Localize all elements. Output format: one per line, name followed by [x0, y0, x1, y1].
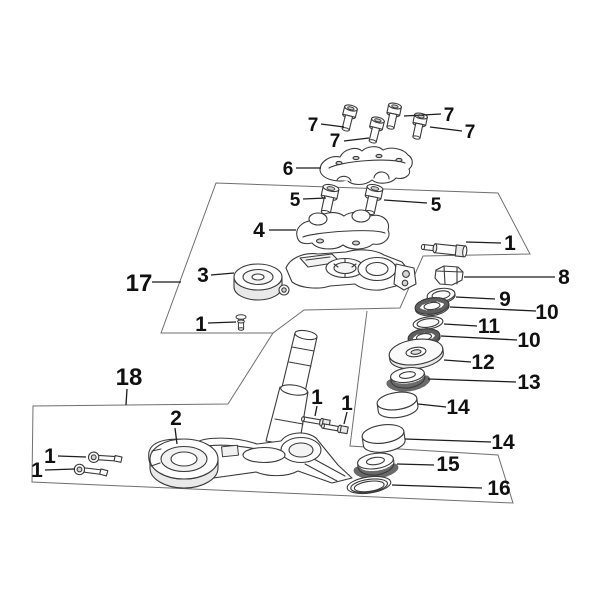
label-17: 17 — [126, 270, 153, 297]
part-number-labels: 7 7 7 7 6 5 5 4 3 17 1 1 8 9 10 11 10 12… — [31, 105, 570, 500]
label-1-mid-b: 1 — [341, 392, 353, 415]
stem-pinch-bolts-1-middle — [301, 416, 349, 435]
bearing-race-14-lower — [361, 424, 406, 453]
label-12: 12 — [471, 351, 494, 374]
handlebar-lower-holder-4 — [296, 209, 390, 250]
lower-bearing-15 — [353, 452, 400, 479]
label-14-lower: 14 — [491, 431, 515, 454]
lock-washer-10-upper — [414, 296, 450, 317]
stem-bolt-1-right — [420, 243, 468, 258]
label-7-d: 7 — [465, 122, 476, 143]
top-bridge-3 — [233, 249, 417, 301]
handlebar-upper-holder-6 — [319, 146, 413, 186]
label-13: 13 — [517, 371, 540, 394]
label-10-upper: 10 — [535, 301, 558, 324]
label-9: 9 — [499, 288, 511, 311]
label-7-a: 7 — [308, 115, 319, 136]
label-16: 16 — [487, 477, 510, 500]
dust-cover-12 — [388, 338, 444, 370]
label-7-c: 7 — [444, 105, 455, 126]
label-8: 8 — [558, 266, 570, 289]
label-3: 3 — [197, 264, 209, 287]
label-4: 4 — [253, 219, 265, 242]
washer-11 — [412, 316, 444, 330]
label-1-bl-a: 1 — [44, 445, 56, 468]
group-box-17 — [160, 182, 531, 334]
label-1-top: 1 — [195, 313, 207, 336]
label-14-upper: 14 — [446, 396, 470, 419]
label-15: 15 — [436, 453, 460, 476]
label-1-right: 1 — [504, 232, 516, 255]
leader-lines — [44, 113, 555, 489]
bottom-bridge-steering-stem-2 — [148, 329, 353, 489]
label-6: 6 — [283, 159, 294, 180]
bearing-race-14-upper — [376, 391, 419, 419]
label-2: 2 — [170, 407, 182, 430]
steering-stem-collar-8 — [434, 265, 464, 286]
handlebar-clamp-bolts-7 — [338, 101, 429, 145]
label-10-lower: 10 — [517, 329, 540, 352]
label-18: 18 — [116, 364, 143, 391]
clamp-screws-1-bottom-left — [73, 451, 123, 477]
dust-seal-16 — [346, 475, 392, 495]
label-7-b: 7 — [330, 131, 341, 152]
label-1-bl-b: 1 — [31, 459, 43, 482]
label-1-mid-a: 1 — [311, 386, 323, 409]
label-11: 11 — [478, 315, 501, 338]
pinch-screw-1-top — [235, 314, 247, 331]
label-5-left: 5 — [290, 190, 301, 211]
label-5-right: 5 — [431, 195, 442, 216]
upper-bearing-13 — [386, 366, 431, 392]
